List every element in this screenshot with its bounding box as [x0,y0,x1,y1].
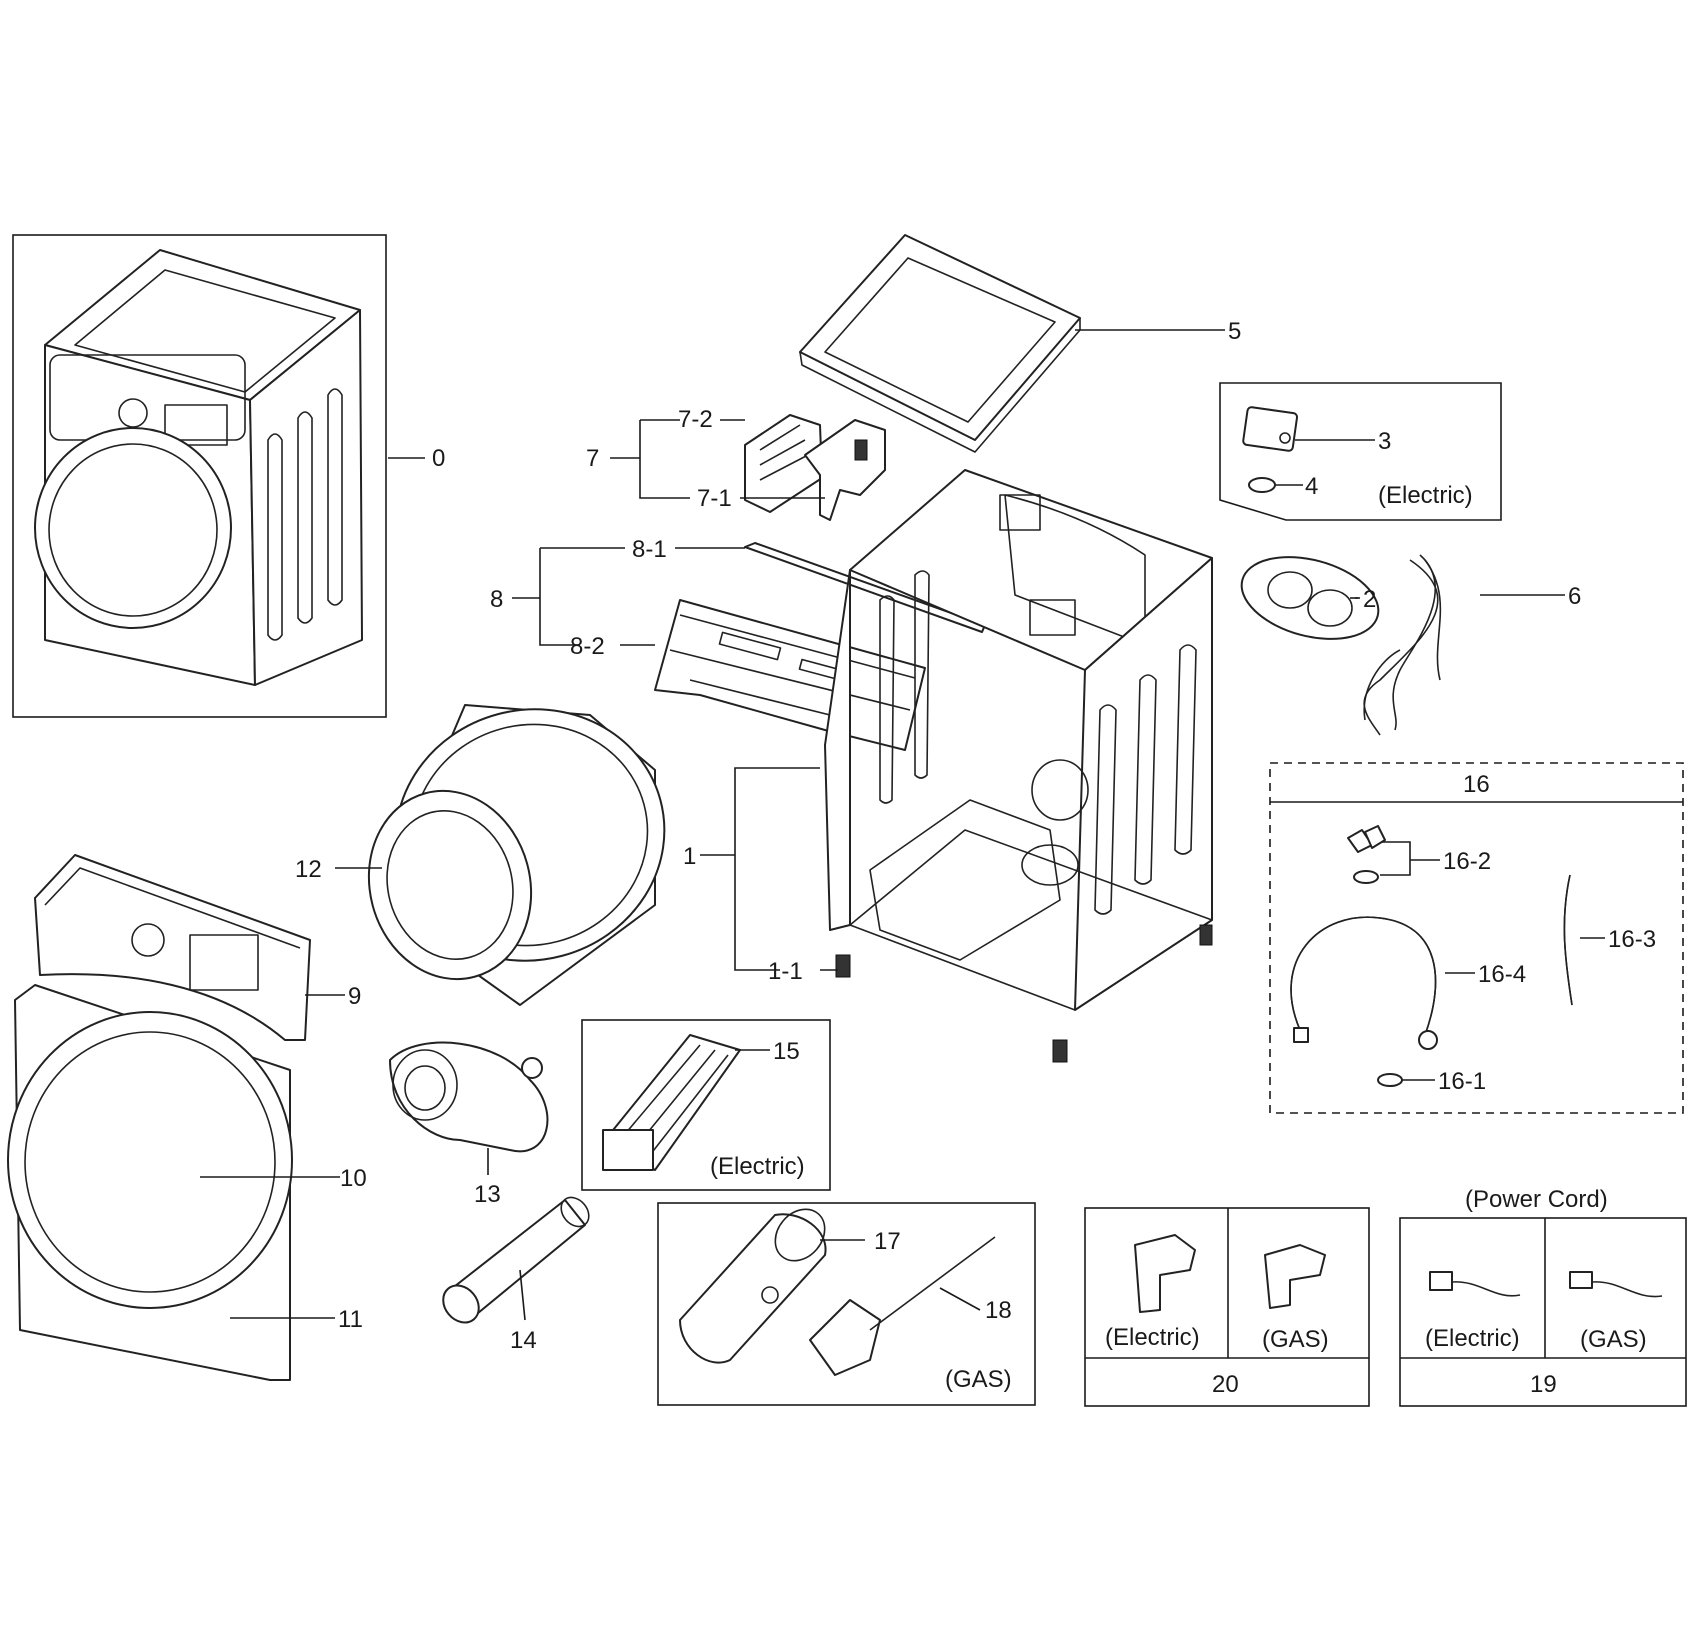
label-11: 11 [338,1306,363,1333]
note-power-cord: (Power Cord) [1465,1186,1608,1213]
label-16: 16 [1463,771,1490,798]
label-14: 14 [510,1327,537,1354]
part-6-wire-harness: 6 [1363,554,1581,736]
label-3: 3 [1378,428,1391,455]
part-0-dryer-assembly: 0 [12,234,445,718]
part-15-heater-electric-box: 15 (Electric) [581,1019,831,1191]
label-7-1: 7-1 [697,485,732,512]
label-2: 2 [1363,586,1376,613]
label-8: 8 [490,586,503,613]
label-19: 19 [1530,1371,1557,1398]
label-7-2: 7-2 [678,406,713,433]
part-2-rear-panel: 2 [1240,556,1380,640]
part-5-top-cover: 5 [799,234,1241,453]
part-3-4-electric-box: 3 4 (Electric) [1219,382,1502,521]
label-18: 18 [985,1297,1012,1324]
label-4: 4 [1305,473,1318,500]
label-8-1: 8-1 [632,536,667,563]
part-9-control-panel: 9 [34,854,361,1041]
note-electric-20: (Electric) [1105,1324,1200,1351]
note-gas-20: (GAS) [1262,1326,1329,1353]
label-16-3: 16-3 [1608,926,1656,953]
label-12: 12 [295,856,322,883]
note-gas-19: (GAS) [1580,1326,1647,1353]
label-0: 0 [432,445,445,472]
part-16-hose-kit: 16 16-2 16-4 16-3 16-1 [1269,762,1684,1114]
label-13: 13 [474,1181,501,1208]
part-13-blower-housing: 13 [389,1041,549,1208]
label-8-2: 8-2 [570,633,605,660]
part-17-18-gas-burner-box: 17 18 (GAS) [657,1202,1036,1406]
label-15: 15 [773,1038,800,1065]
label-16-2: 16-2 [1443,848,1491,875]
label-1-1: 1-1 [768,958,803,985]
label-20: 20 [1212,1371,1239,1398]
note-electric-19: (Electric) [1425,1325,1520,1352]
part-12-drum-frame: 12 [295,704,666,1006]
label-9: 9 [348,983,361,1010]
label-10: 10 [340,1165,367,1192]
part-7-bracket-group: 7 7-2 7-1 [586,406,886,521]
label-16-4: 16-4 [1478,961,1526,988]
part-1-cabinet: 1 1-1 [683,469,1213,1063]
part-20-bracket-box: (Electric) (GAS) 20 [1084,1207,1370,1407]
label-1: 1 [683,843,696,870]
label-5: 5 [1228,318,1241,345]
note-electric-15: (Electric) [710,1153,805,1180]
note-gas-17-18: (GAS) [945,1366,1012,1393]
part-10-11-door-front: 10 11 [7,984,367,1381]
label-7: 7 [586,445,599,472]
label-17: 17 [874,1228,901,1255]
label-6: 6 [1568,583,1581,610]
part-19-power-cord-box: (Power Cord) (Electric) (GAS) 19 [1399,1186,1687,1407]
label-16-1: 16-1 [1438,1068,1486,1095]
part-14-exhaust-duct: 14 [442,1196,590,1354]
note-electric-3-4: (Electric) [1378,482,1473,509]
